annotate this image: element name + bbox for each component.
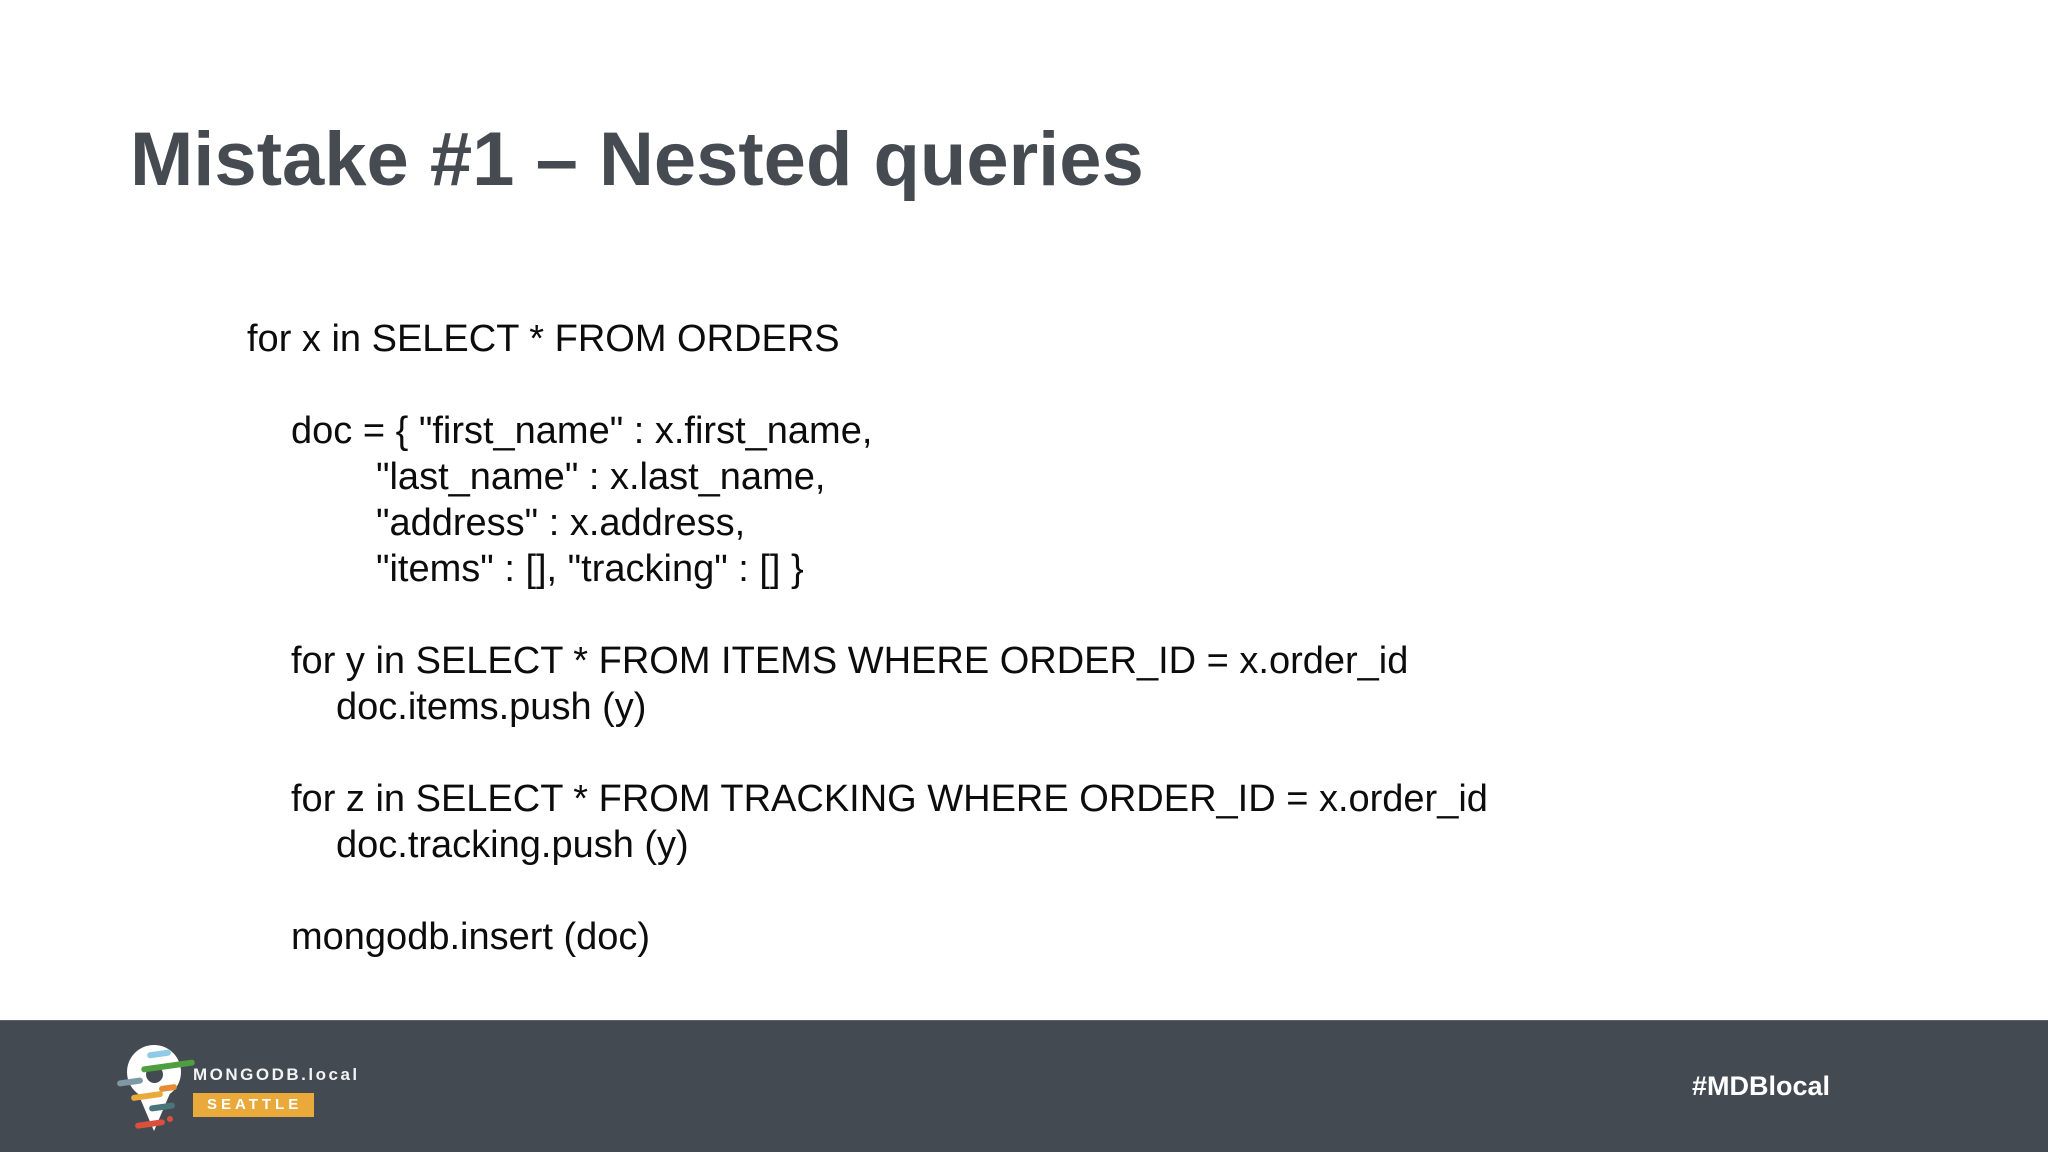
- code-line: "last_name" : x.last_name,: [376, 456, 826, 498]
- code-line: "items" : [], "tracking" : [] }: [376, 548, 804, 590]
- code-line: doc.tracking.push (y): [336, 824, 689, 866]
- page-title: Mistake #1 – Nested queries: [130, 117, 1144, 202]
- code-line: for x in SELECT * FROM ORDERS: [247, 318, 840, 360]
- city-badge: SEATTLE: [193, 1093, 315, 1117]
- code-group-items-loop: for y in SELECT * FROM ITEMS WHERE ORDER…: [247, 638, 1488, 730]
- code-block: for x in SELECT * FROM ORDERS doc = { "f…: [247, 316, 1488, 960]
- code-group-tracking-loop: for z in SELECT * FROM TRACKING WHERE OR…: [247, 776, 1488, 868]
- code-line: for y in SELECT * FROM ITEMS WHERE ORDER…: [291, 640, 1409, 682]
- code-group-insert: mongodb.insert (doc): [247, 914, 1488, 960]
- event-hashtag: #MDBlocal: [1691, 1071, 1830, 1101]
- code-line: doc = { "first_name" : x.first_name,: [291, 410, 873, 452]
- code-line: "address" : x.address,: [376, 502, 746, 544]
- logo-text: MONGODB.local SEATTLE: [193, 1065, 360, 1117]
- code-group-doc: doc = { "first_name" : x.first_name, "la…: [247, 408, 1488, 592]
- code-line: doc.items.push (y): [336, 686, 647, 728]
- code-line: for z in SELECT * FROM TRACKING WHERE OR…: [291, 778, 1488, 820]
- mongodb-local-logo: MONGODB.local SEATTLE: [115, 1041, 375, 1141]
- code-line: mongodb.insert (doc): [291, 916, 651, 958]
- brand-label: MONGODB.local: [193, 1065, 360, 1084]
- location-pin-icon: [115, 1043, 196, 1135]
- footer-bar: MONGODB.local SEATTLE #MDBlocal: [0, 1020, 2048, 1152]
